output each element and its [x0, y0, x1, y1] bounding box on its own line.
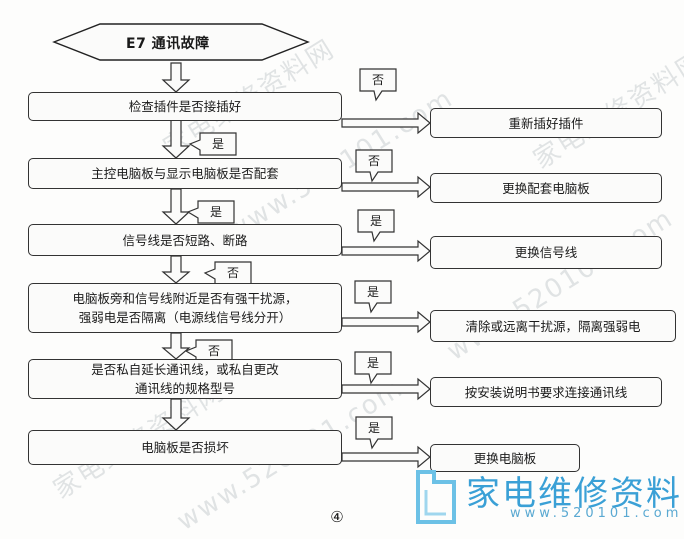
action-box-comm-line: 按安装说明书要求连接通讯线 — [430, 377, 662, 407]
flow-callout — [203, 261, 252, 285]
logo-url: www.520101.com — [510, 506, 683, 521]
check-box-board-damage: 电脑板是否损坏 — [28, 430, 342, 465]
branch-callout — [354, 280, 392, 314]
down-arrow — [161, 332, 191, 360]
action-box-replug: 重新插好插件 — [430, 108, 662, 138]
check-box-comm-line: 是否私自延长通讯线，或私自更改 通讯线的规格型号 — [28, 359, 342, 399]
down-arrow — [161, 188, 191, 225]
branch-callout — [355, 149, 393, 183]
title-hexagon — [52, 23, 310, 61]
action-box-replace-board: 更换配套电脑板 — [430, 173, 662, 203]
branch-callout — [357, 209, 395, 243]
branch-label: 否 — [367, 154, 380, 168]
site-logo: 家电维修资料网 www.520101.com — [410, 466, 684, 528]
down-arrow — [161, 255, 191, 284]
branch-label: 否 — [371, 73, 384, 87]
flow-label: 是 — [209, 205, 222, 219]
action-box-replace-signal-line: 更换信号线 — [430, 236, 662, 269]
branch-callout — [359, 68, 397, 102]
branch-label: 是 — [366, 285, 379, 299]
flow-label: 否 — [226, 266, 239, 280]
right-arrow — [341, 377, 431, 401]
down-arrow — [161, 62, 191, 93]
flow-callout — [188, 132, 237, 156]
right-arrow — [341, 239, 431, 263]
logo-text: 家电维修资料网 — [466, 474, 684, 514]
flowchart-title: E7 通讯故障 — [126, 36, 210, 52]
right-arrow — [341, 111, 431, 135]
action-box-remove-interference: 清除或远离干扰源，隔离强弱电 — [430, 310, 676, 342]
page-number: ④ — [330, 508, 344, 526]
branch-label: 是 — [367, 421, 380, 435]
check-box-board-match: 主控电脑板与显示电脑板是否配套 — [28, 158, 342, 189]
logo-mark-icon — [416, 470, 456, 524]
branch-callout — [354, 351, 392, 385]
action-box-replace-board-final: 更换电脑板 — [430, 444, 580, 472]
check-box-signal-line: 信号线是否短路、断路 — [28, 224, 342, 256]
branch-callout — [355, 416, 393, 450]
flow-label: 否 — [207, 344, 220, 358]
down-arrow — [161, 398, 191, 431]
branch-label: 是 — [366, 356, 379, 370]
right-arrow — [341, 445, 431, 469]
check-box-interference: 电脑板旁和信号线附近是否有强干扰源， 强弱电是否隔离（电源线信号线分开） — [28, 283, 342, 333]
right-arrow — [341, 175, 431, 199]
check-box-plug: 检查插件是否接插好 — [28, 92, 342, 121]
flow-label: 是 — [211, 137, 224, 151]
branch-label: 是 — [369, 214, 382, 228]
down-arrow — [161, 119, 191, 159]
flow-callout — [186, 200, 235, 224]
right-arrow — [341, 310, 431, 334]
